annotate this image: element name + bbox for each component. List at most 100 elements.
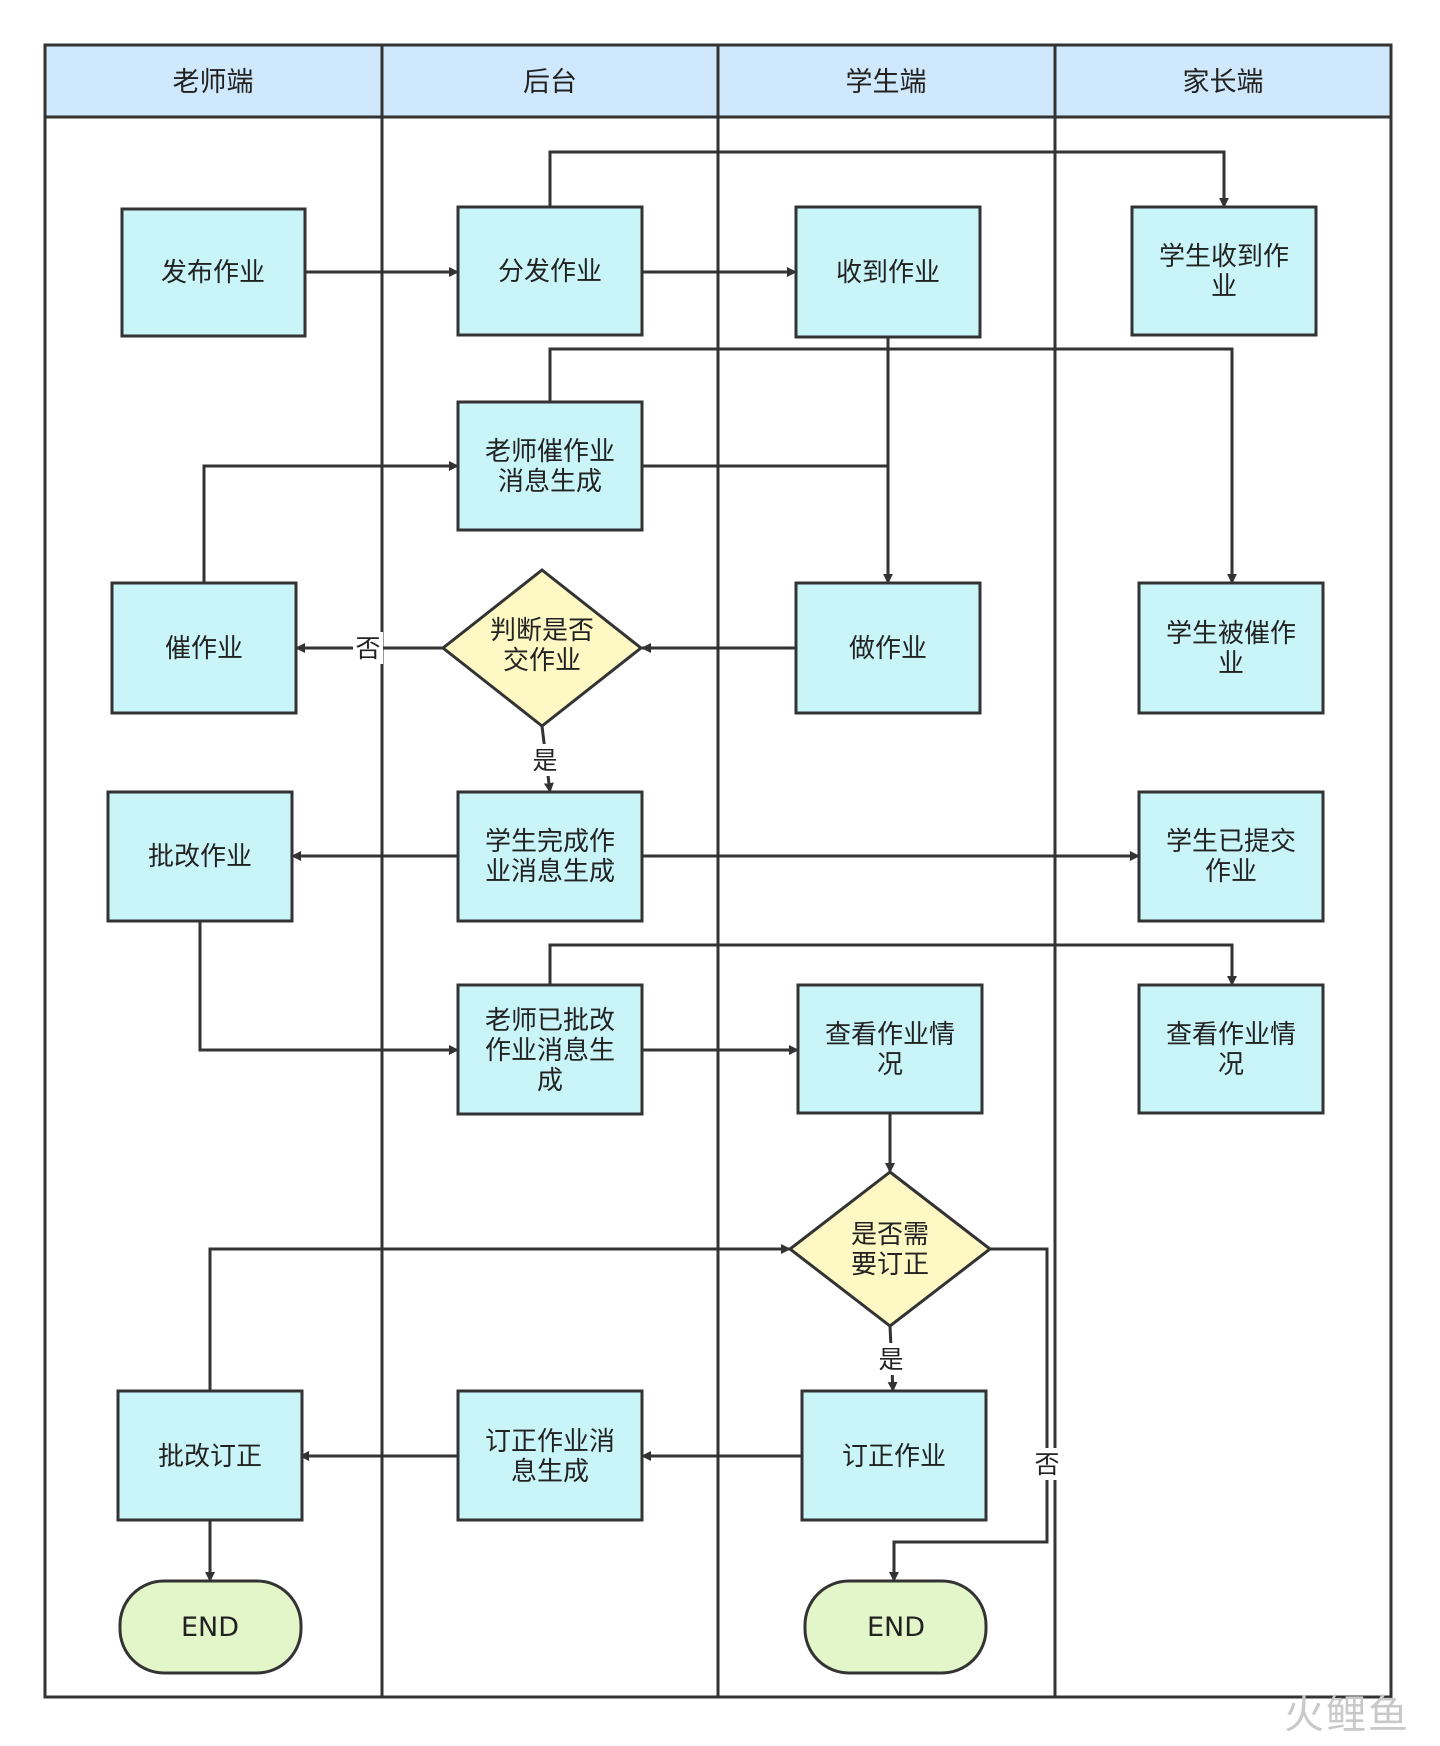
node-box-urge xyxy=(110,581,298,715)
lane-header-teacher xyxy=(43,43,384,119)
node-diamond-judge xyxy=(440,568,644,728)
node-box-publish xyxy=(120,207,307,338)
node-label-distribute: 分发作业 xyxy=(498,257,602,287)
lane-header-parent xyxy=(1053,43,1393,119)
edge-label-bg-needfix-no xyxy=(1032,1448,1062,1480)
node-box-graded-msg xyxy=(456,983,644,1116)
edge-gradefix-needfix xyxy=(208,1244,791,1391)
node-label-publish: 发布作业 xyxy=(161,258,265,288)
node-label-line: 况 xyxy=(877,1050,903,1080)
lane-title-teacher: 老师端 xyxy=(173,67,254,98)
edge-label-bg-judge-no xyxy=(353,632,383,664)
node-label-line: 收到作业 xyxy=(836,258,940,288)
node-label-parent-urged: 学生被催作业 xyxy=(1166,619,1296,679)
lane-title-parent: 家长端 xyxy=(1183,67,1264,98)
node-label-judge: 判断是否交作业 xyxy=(490,616,594,676)
node-label-line: 批改订正 xyxy=(158,1442,262,1472)
node-label-line: 息生成 xyxy=(511,1457,589,1487)
node-label-fix: 订正作业 xyxy=(842,1442,946,1472)
node-label-line: 发布作业 xyxy=(161,258,265,288)
edge-urgemsg-parent xyxy=(548,347,1237,584)
node-box-grade-fix xyxy=(116,1389,304,1522)
node-box-fix xyxy=(800,1389,988,1522)
edge-urge-urgemsg xyxy=(202,461,459,583)
node-label-line: 订正作业消 xyxy=(485,1427,615,1457)
lane-title-student: 学生端 xyxy=(846,67,927,98)
node-labels: 发布作业 分发作业 收到作业 学生收到作业 老师催作业消息生成 催作业 判断是否… xyxy=(148,242,1296,1643)
edge-label-needfix-no: 否 xyxy=(1034,1450,1059,1479)
node-label-line: 学生被催作 xyxy=(1166,619,1296,649)
lane-header-backend xyxy=(380,43,720,119)
edge-labels: 否 是 是 否 xyxy=(353,632,1062,1480)
node-label-fix-msg: 订正作业消息生成 xyxy=(485,1427,615,1487)
node-label-line: 分发作业 xyxy=(498,257,602,287)
node-label-line: 业 xyxy=(1218,649,1244,679)
node-label-grade: 批改作业 xyxy=(148,842,252,872)
edge-label-needfix-yes: 是 xyxy=(878,1345,903,1374)
node-terminal-end-teacher xyxy=(118,1579,303,1675)
node-box-fix-msg xyxy=(456,1389,644,1522)
decision-nodes xyxy=(440,568,993,1328)
edge-label-bg-judge-yes xyxy=(530,744,560,776)
node-box-parent-urged xyxy=(1137,581,1325,715)
process-nodes xyxy=(106,205,1325,1522)
node-label-grade-fix: 批改订正 xyxy=(158,1442,262,1472)
node-diamond-need-fix xyxy=(787,1170,993,1328)
node-label-line: 老师已批改 xyxy=(485,1006,615,1036)
edge-label-bg-needfix-yes xyxy=(876,1343,906,1375)
node-box-parent-view xyxy=(1137,983,1325,1115)
node-label-parent-receive: 学生收到作业 xyxy=(1159,242,1289,302)
node-label-line: 批改作业 xyxy=(148,842,252,872)
node-label-line: 学生已提交 xyxy=(1166,827,1296,857)
edge-grade-gradedmsg xyxy=(198,921,459,1055)
node-box-distribute xyxy=(456,205,644,337)
node-label-line: 作业消息生 xyxy=(485,1036,615,1066)
node-label-line: 成 xyxy=(537,1066,563,1096)
node-label-end-teacher: END xyxy=(181,1612,239,1643)
node-box-done-msg xyxy=(456,790,644,923)
node-label-line: 老师催作业 xyxy=(485,437,615,467)
node-label-urge-msg: 老师催作业消息生成 xyxy=(485,437,615,497)
node-label-line: 要订正 xyxy=(851,1250,929,1280)
edge-gradedmsg-parentview xyxy=(548,943,1237,986)
node-label-line: 作业 xyxy=(1205,857,1257,887)
watermark-logo: 火鲤鱼 xyxy=(1284,1692,1410,1738)
node-box-receive xyxy=(794,205,982,339)
lane-title-backend: 后台 xyxy=(523,67,577,98)
node-label-line: 交作业 xyxy=(503,646,581,676)
node-terminal-end-student xyxy=(803,1579,988,1675)
edge-label-judge-no: 否 xyxy=(355,634,380,663)
node-box-parent-submitted xyxy=(1137,790,1325,923)
node-box-student-view xyxy=(796,983,984,1115)
node-label-line: 催作业 xyxy=(165,634,243,664)
node-label-line: 查看作业情 xyxy=(825,1020,955,1050)
node-label-line: END xyxy=(181,1612,239,1643)
node-box-do-hw xyxy=(794,581,982,715)
node-label-line: 做作业 xyxy=(849,634,927,664)
node-label-done-msg: 学生完成作业消息生成 xyxy=(485,827,615,887)
node-label-line: 况 xyxy=(1218,1050,1244,1080)
node-label-line: 学生收到作 xyxy=(1159,242,1289,272)
edge-label-judge-yes: 是 xyxy=(532,746,557,775)
node-label-line: 消息生成 xyxy=(498,467,602,497)
node-label-line: 判断是否 xyxy=(490,616,594,646)
node-label-need-fix: 是否需要订正 xyxy=(851,1220,929,1280)
node-box-parent-receive xyxy=(1130,205,1318,337)
node-label-line: 学生完成作 xyxy=(485,827,615,857)
node-box-urge-msg xyxy=(456,400,644,532)
node-label-parent-view: 查看作业情况 xyxy=(1166,1020,1296,1080)
edges xyxy=(198,150,1237,1582)
node-label-receive: 收到作业 xyxy=(836,258,940,288)
node-label-line: 是否需 xyxy=(851,1220,929,1250)
node-label-line: 查看作业情 xyxy=(1166,1020,1296,1050)
node-box-grade xyxy=(106,790,294,923)
node-label-parent-submitted: 学生已提交作业 xyxy=(1166,827,1296,887)
node-label-urge: 催作业 xyxy=(165,634,243,664)
node-label-line: 业消息生成 xyxy=(485,857,615,887)
node-label-do-hw: 做作业 xyxy=(849,634,927,664)
edge-needfix-end xyxy=(889,1247,1049,1582)
node-label-line: 业 xyxy=(1211,272,1237,302)
node-label-graded-msg: 老师已批改作业消息生成 xyxy=(485,1006,615,1096)
node-label-end-student: END xyxy=(867,1612,925,1643)
